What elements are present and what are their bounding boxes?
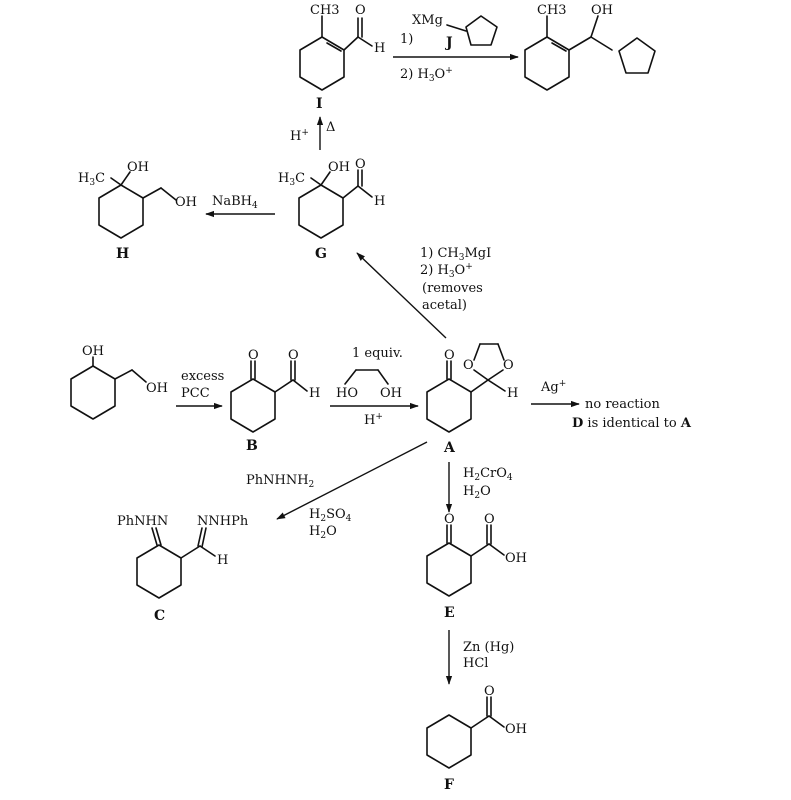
cond-start-to-B-1: excess bbox=[181, 369, 224, 384]
compound-A: O O O H A bbox=[426, 343, 518, 456]
product-oh-label: OH bbox=[591, 3, 613, 18]
cond-A-Ag-result: no reaction bbox=[585, 397, 660, 412]
B-label: B bbox=[246, 438, 258, 454]
arrow-A-to-C bbox=[276, 441, 428, 520]
J-label: J bbox=[444, 35, 453, 51]
H-oh1-label: OH bbox=[127, 160, 149, 175]
ethylene-glycol bbox=[344, 369, 389, 385]
H-label: H bbox=[116, 246, 129, 262]
compound-G: H3C OH O H G bbox=[278, 157, 385, 262]
cond-A-Ag: Ag+ bbox=[540, 379, 566, 395]
cond-B-to-A-oh: OH bbox=[380, 386, 402, 401]
cond-A-to-C-2: H2SO4 bbox=[309, 507, 352, 524]
F-o-label: O bbox=[484, 684, 495, 699]
G-h-label: H bbox=[374, 194, 385, 209]
I-o-label: O bbox=[355, 3, 366, 18]
cond-A-to-G-3: (removes bbox=[422, 281, 483, 296]
H-oh2-label: OH bbox=[175, 195, 197, 210]
cond-A-to-G-1: 1) CH3MgI bbox=[420, 246, 491, 263]
compound-C: PhNHN NNHPh H C bbox=[117, 514, 249, 624]
compound-J-ring bbox=[446, 15, 498, 46]
compound-alcohol-product: CH3 OH bbox=[524, 3, 656, 91]
cond-G-to-I-delta: Δ bbox=[326, 120, 335, 135]
compound-F: O OH F bbox=[426, 684, 527, 793]
F-label: F bbox=[444, 777, 454, 793]
E-oh-label: OH bbox=[505, 551, 527, 566]
start-oh2-label: OH bbox=[146, 381, 168, 396]
cond-IJ-step2: 2) H3O+ bbox=[400, 66, 453, 84]
G-oh-label: OH bbox=[328, 160, 350, 175]
F-oh-label: OH bbox=[505, 722, 527, 737]
A-o1-label: O bbox=[444, 348, 455, 363]
cond-A-to-G-4: acetal) bbox=[422, 298, 467, 313]
A-h-label: H bbox=[507, 386, 518, 401]
I-ch3-label: CH3 bbox=[310, 3, 340, 18]
start-oh1-label: OH bbox=[82, 344, 104, 359]
cond-A-to-E-1: H2CrO4 bbox=[463, 466, 513, 483]
compound-H: H3C OH OH H bbox=[78, 160, 197, 262]
cond-B-to-A-ho: HO bbox=[336, 386, 358, 401]
B-h-label: H bbox=[309, 386, 320, 401]
compound-starting-diol: OH OH bbox=[70, 344, 168, 420]
C-h-label: H bbox=[217, 553, 228, 568]
cond-A-to-G-2: 2) H3O+ bbox=[420, 262, 473, 280]
G-o-label: O bbox=[355, 157, 366, 172]
J-xmg-label: XMg bbox=[412, 13, 443, 28]
cond-A-Ag-note: D is identical to A bbox=[572, 416, 692, 431]
C-label: C bbox=[154, 608, 165, 624]
G-label: G bbox=[315, 246, 327, 262]
cond-G-to-I-acid: H+ bbox=[290, 128, 309, 144]
compound-B: O O H B bbox=[230, 348, 320, 454]
E-o2-label: O bbox=[484, 512, 495, 527]
E-o1-label: O bbox=[444, 512, 455, 527]
cond-E-to-F-1: Zn (Hg) bbox=[463, 640, 514, 655]
product-ch3-label: CH3 bbox=[537, 3, 567, 18]
cond-A-to-E-2: H2O bbox=[463, 484, 491, 501]
I-label: I bbox=[316, 96, 323, 112]
cond-B-to-A-1: 1 equiv. bbox=[352, 346, 403, 361]
cond-B-to-A-acid: H+ bbox=[364, 412, 383, 428]
I-h-label: H bbox=[374, 41, 385, 56]
C-right-label: NNHPh bbox=[197, 514, 249, 529]
cond-G-to-H: NaBH4 bbox=[212, 194, 258, 211]
C-left-label: PhNHN bbox=[117, 514, 168, 529]
A-o3-label: O bbox=[503, 358, 514, 373]
compound-E: O O OH E bbox=[426, 512, 527, 621]
A-o2-label: O bbox=[463, 358, 474, 373]
arrow-A-to-G bbox=[356, 252, 447, 339]
cond-start-to-B-2: PCC bbox=[181, 386, 210, 401]
B-o1-label: O bbox=[248, 348, 259, 363]
B-o2-label: O bbox=[288, 348, 299, 363]
E-label: E bbox=[444, 605, 455, 621]
A-label: A bbox=[443, 440, 456, 456]
G-h3c-label: H3C bbox=[278, 171, 305, 188]
cond-A-to-C-1: PhNHNH2 bbox=[246, 473, 314, 490]
H-h3c-label: H3C bbox=[78, 171, 105, 188]
cond-A-to-C-3: H2O bbox=[309, 524, 337, 541]
compound-I: CH3 O H I bbox=[299, 3, 385, 112]
cond-E-to-F-2: HCl bbox=[463, 656, 488, 671]
cond-IJ-step1: 1) bbox=[400, 32, 413, 47]
